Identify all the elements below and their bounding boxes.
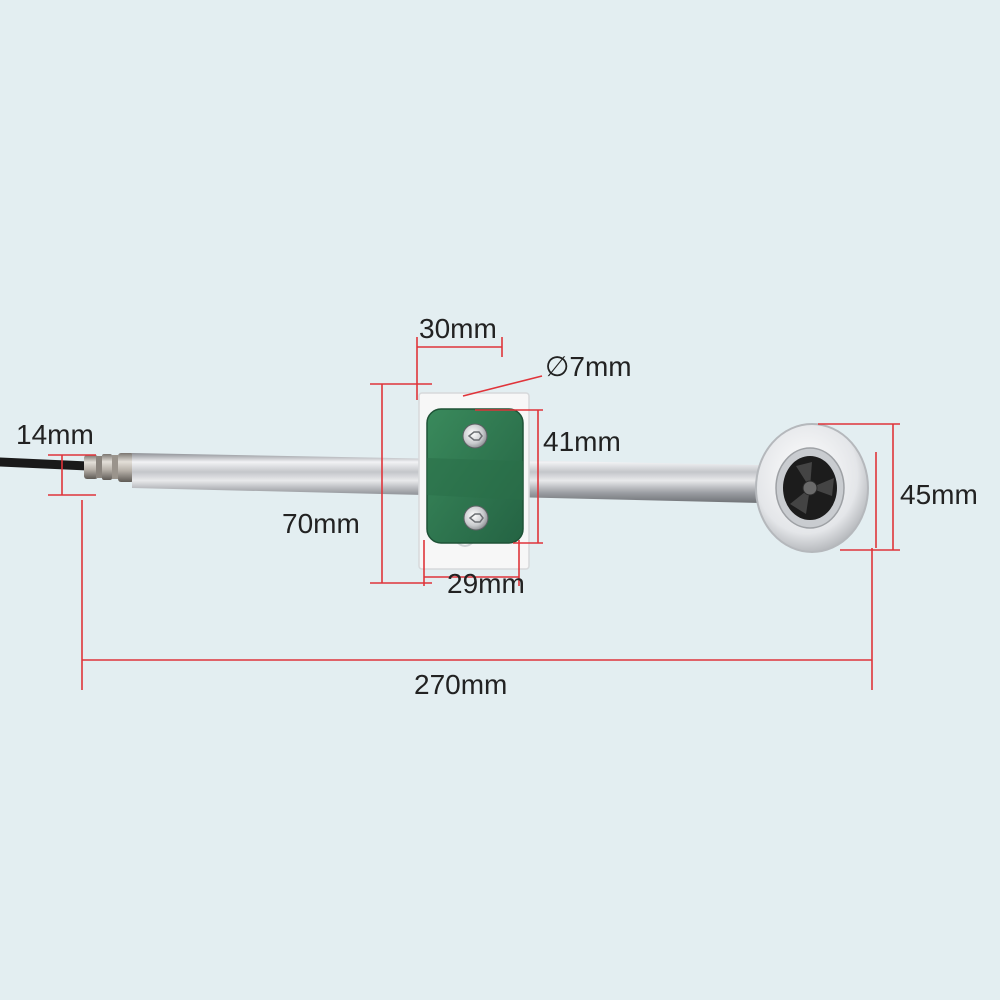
cable-connector [84,453,134,482]
screw-icon [463,505,489,531]
dim-label-overall-length: 270mm [414,669,508,700]
dim-label-hole-diameter: ∅7mm [545,351,632,382]
cable [0,457,93,471]
dim-label-clamp-width: 29mm [447,568,525,599]
dim-7mm-leader [462,375,543,397]
dim-label-bracket-width: 30mm [419,313,497,344]
dim-label-cable-diameter: 14mm [16,419,94,450]
dim-label-head-diameter: 45mm [900,479,978,510]
dim-label-clamp-height: 41mm [543,426,621,457]
dim-label-bracket-height: 70mm [282,508,360,539]
screw-icon [462,423,488,449]
clamp-block [426,408,524,544]
dimension-lines [48,337,900,690]
fan-icon [790,462,834,514]
